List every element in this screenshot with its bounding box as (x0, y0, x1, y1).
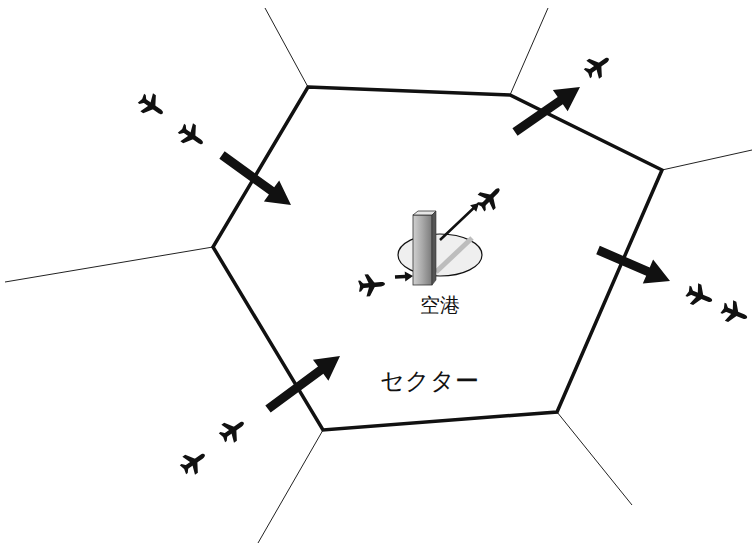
flow-arrow (439, 203, 479, 241)
traffic-arrows (219, 87, 670, 413)
airport: 空港 (390, 210, 490, 320)
airport-arrows (395, 203, 479, 281)
airfield (398, 234, 482, 276)
sector-boundary (5, 8, 752, 543)
flow-arrow (265, 356, 340, 413)
flow-arrow (596, 246, 670, 284)
flow-arrow (512, 87, 580, 136)
tower-side (432, 211, 436, 285)
control-tower (413, 215, 432, 285)
runway (436, 238, 472, 272)
sector-label: セクター (380, 365, 479, 397)
flow-arrow (219, 151, 291, 205)
sector-region: セクター 空港 (213, 87, 662, 430)
aircraft (135, 50, 752, 479)
flow-arrow (395, 271, 413, 281)
airport-label: 空港 (420, 292, 460, 319)
sector-hexagon (213, 87, 662, 430)
